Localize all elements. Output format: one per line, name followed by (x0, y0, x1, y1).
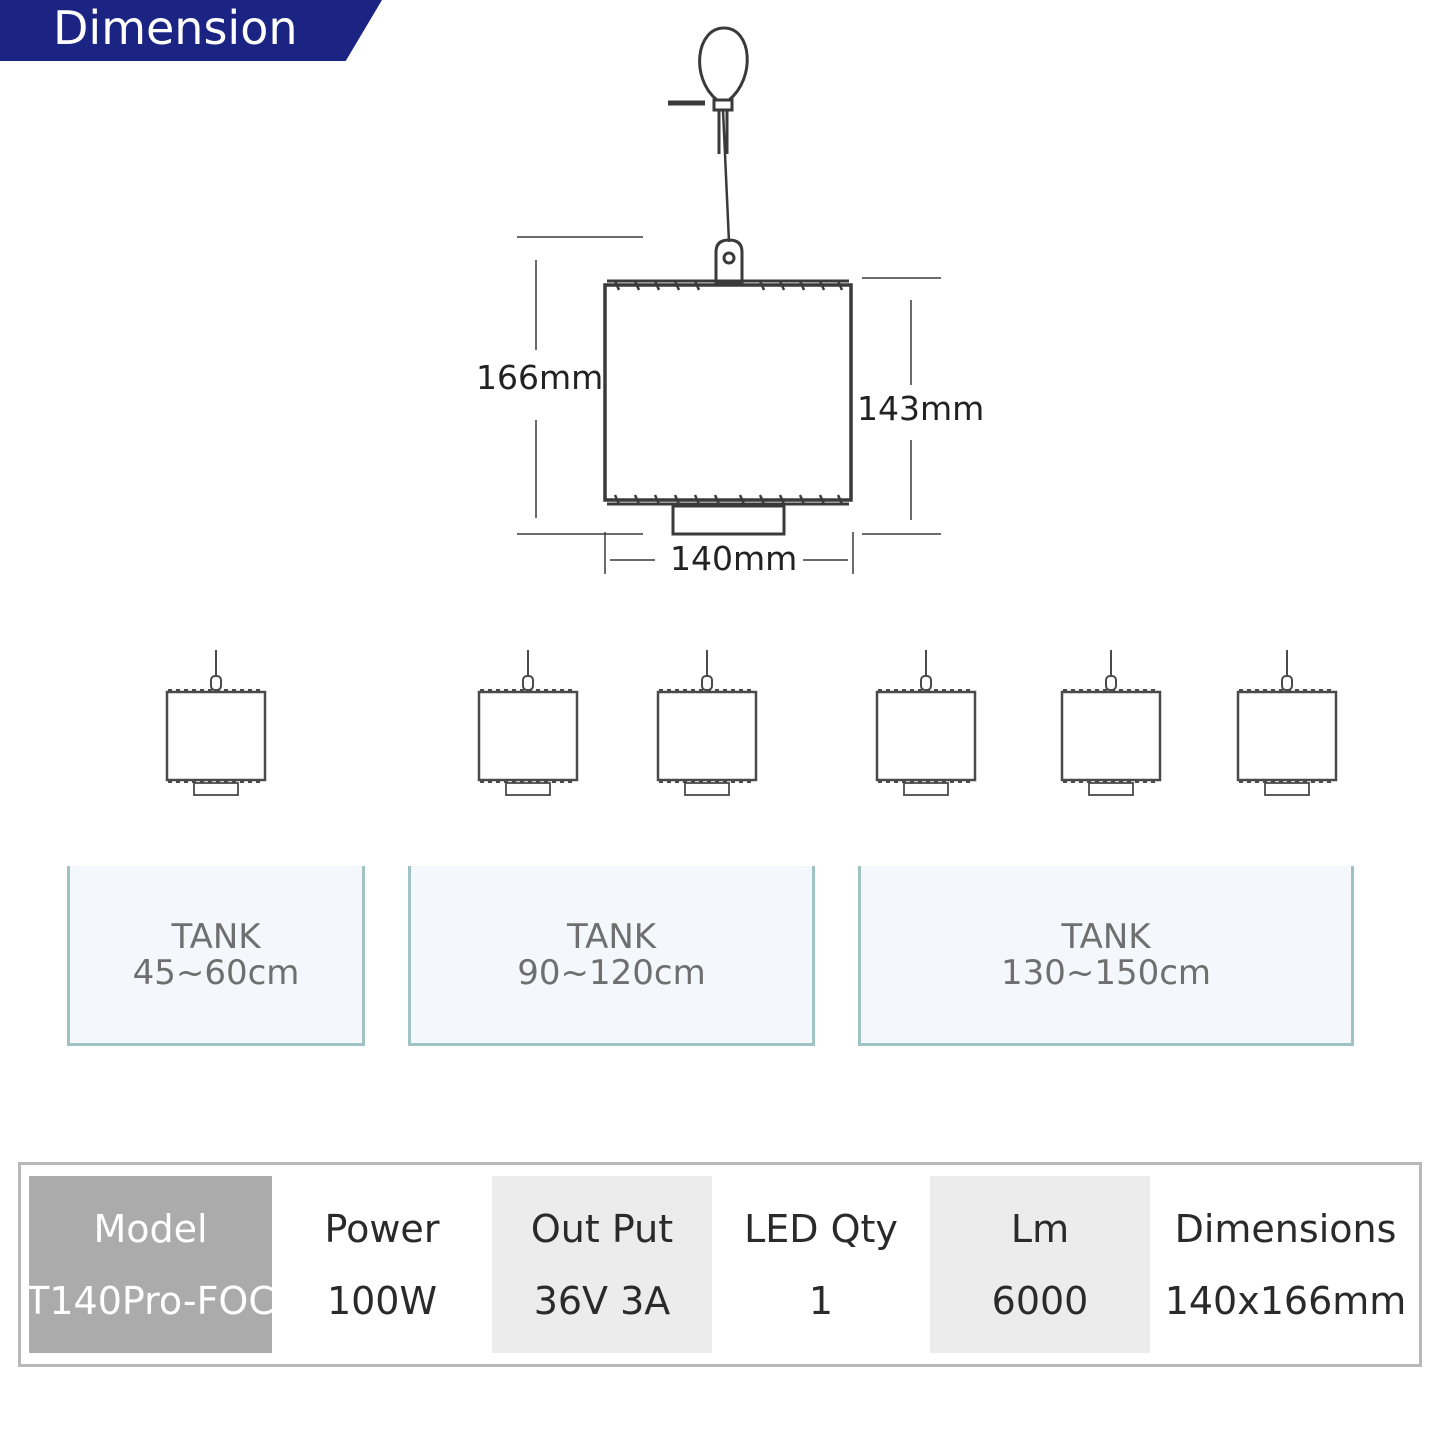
tank-large: TANK 130~150cm (858, 866, 1354, 1046)
lamp-placement-illustration (165, 648, 1338, 797)
spec-value: T140Pro-FOC (26, 1278, 275, 1323)
tank-label: TANK (171, 916, 261, 957)
spec-header: Dimensions (1174, 1206, 1397, 1251)
spec-header: LED Qty (744, 1206, 898, 1251)
mini-lamp-1 (165, 648, 267, 797)
mini-lamp-3 (656, 648, 758, 797)
spec-led-qty: LED Qty 1 (712, 1176, 930, 1353)
hanger-loop (698, 26, 749, 102)
spec-lumen: Lm 6000 (930, 1176, 1150, 1353)
height-total-label: 166mm (476, 358, 604, 397)
spec-model: Model T140Pro-FOC (26, 1176, 275, 1353)
mount-bracket (714, 238, 744, 284)
spec-dimensions: Dimensions 140x166mm (1150, 1176, 1421, 1353)
mini-lamp-5 (1060, 648, 1162, 797)
tank-label: TANK (1061, 916, 1151, 957)
spec-table: Model T140Pro-FOC Power 100W Out Put 36V… (18, 1162, 1422, 1367)
tank-small: TANK 45~60cm (67, 866, 365, 1046)
tank-size: 45~60cm (132, 952, 300, 993)
tank-size: 130~150cm (1000, 952, 1212, 993)
spec-value: 36V 3A (533, 1278, 671, 1323)
suspension-cable (721, 109, 731, 243)
mini-lamp-2 (477, 648, 579, 797)
page-title: Dimension (53, 1, 298, 55)
width-label: 140mm (670, 539, 798, 578)
spec-value: 1 (808, 1278, 834, 1323)
header-banner (0, 0, 382, 61)
mini-lamp-6 (1236, 648, 1338, 797)
tank-medium: TANK 90~120cm (408, 866, 815, 1046)
height-body-label: 143mm (857, 389, 985, 428)
spec-value: 100W (326, 1278, 438, 1323)
spec-power: Power 100W (272, 1176, 492, 1353)
spec-value: 140x166mm (1164, 1278, 1407, 1323)
spec-output: Out Put 36V 3A (492, 1176, 712, 1353)
tank-label: TANK (566, 916, 657, 957)
lamp-dimension-drawing (517, 26, 941, 574)
spec-value: 6000 (991, 1278, 1089, 1323)
lamp-body (603, 283, 853, 502)
spec-header: Power (324, 1206, 440, 1251)
spec-header: Out Put (530, 1206, 674, 1251)
tank-size: 90~120cm (517, 952, 706, 993)
spec-header: Model (93, 1206, 208, 1251)
mini-lamp-4 (875, 648, 977, 797)
spec-header: Lm (1010, 1206, 1070, 1251)
lamp-lens (671, 504, 786, 536)
